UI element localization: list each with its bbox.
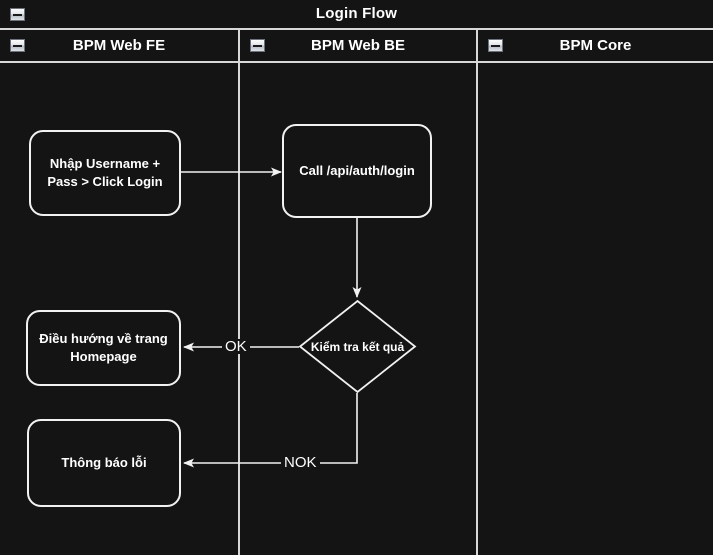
edge-check-to-error: [183, 393, 358, 468]
node-label-call-login-api: Call /api/auth/login: [299, 163, 415, 179]
lane-label-bpm-web-fe: BPM Web FE: [72, 37, 166, 54]
lane-divider-be-core: [476, 30, 478, 555]
diagram-collapse-icon[interactable]: [10, 8, 25, 21]
node-show-error[interactable]: Thông báo lỗi: [27, 419, 181, 507]
lane-divider-fe-be: [238, 30, 240, 555]
lane-label-bpm-core: BPM Core: [559, 37, 632, 54]
lane-header-band: BPM Web FE BPM Web BE BPM Core: [0, 30, 713, 63]
lane-header-bpm-web-fe[interactable]: BPM Web FE: [0, 30, 238, 61]
edge-label-nok: NOK: [281, 455, 320, 470]
diagram-title: Login Flow: [315, 5, 398, 22]
lane-collapse-icon-bpm-web-be[interactable]: [250, 39, 265, 52]
node-label-navigate-homepage: Điều hướng về trang Homepage: [39, 331, 168, 364]
node-label-show-error: Thông báo lỗi: [61, 455, 147, 471]
lane-collapse-icon-bpm-web-fe[interactable]: [10, 39, 25, 52]
lane-label-bpm-web-be: BPM Web BE: [311, 37, 405, 54]
edge-label-ok: OK: [222, 339, 250, 354]
node-label-input-credentials: Nhập Username + Pass > Click Login: [47, 156, 163, 189]
node-call-login-api[interactable]: Call /api/auth/login: [282, 124, 432, 218]
node-label-check-result: Kiểm tra kết quả: [310, 339, 405, 354]
node-input-credentials[interactable]: Nhập Username + Pass > Click Login: [29, 130, 181, 216]
diamond-shape: [298, 299, 417, 394]
lane-collapse-icon-bpm-core[interactable]: [488, 39, 503, 52]
diagram-title-bar: Login Flow: [0, 0, 713, 30]
node-navigate-homepage[interactable]: Điều hướng về trang Homepage: [26, 310, 181, 386]
lane-header-bpm-core[interactable]: BPM Core: [478, 30, 713, 61]
node-check-result[interactable]: Kiểm tra kết quả: [298, 299, 417, 394]
lane-header-bpm-web-be[interactable]: BPM Web BE: [240, 30, 476, 61]
